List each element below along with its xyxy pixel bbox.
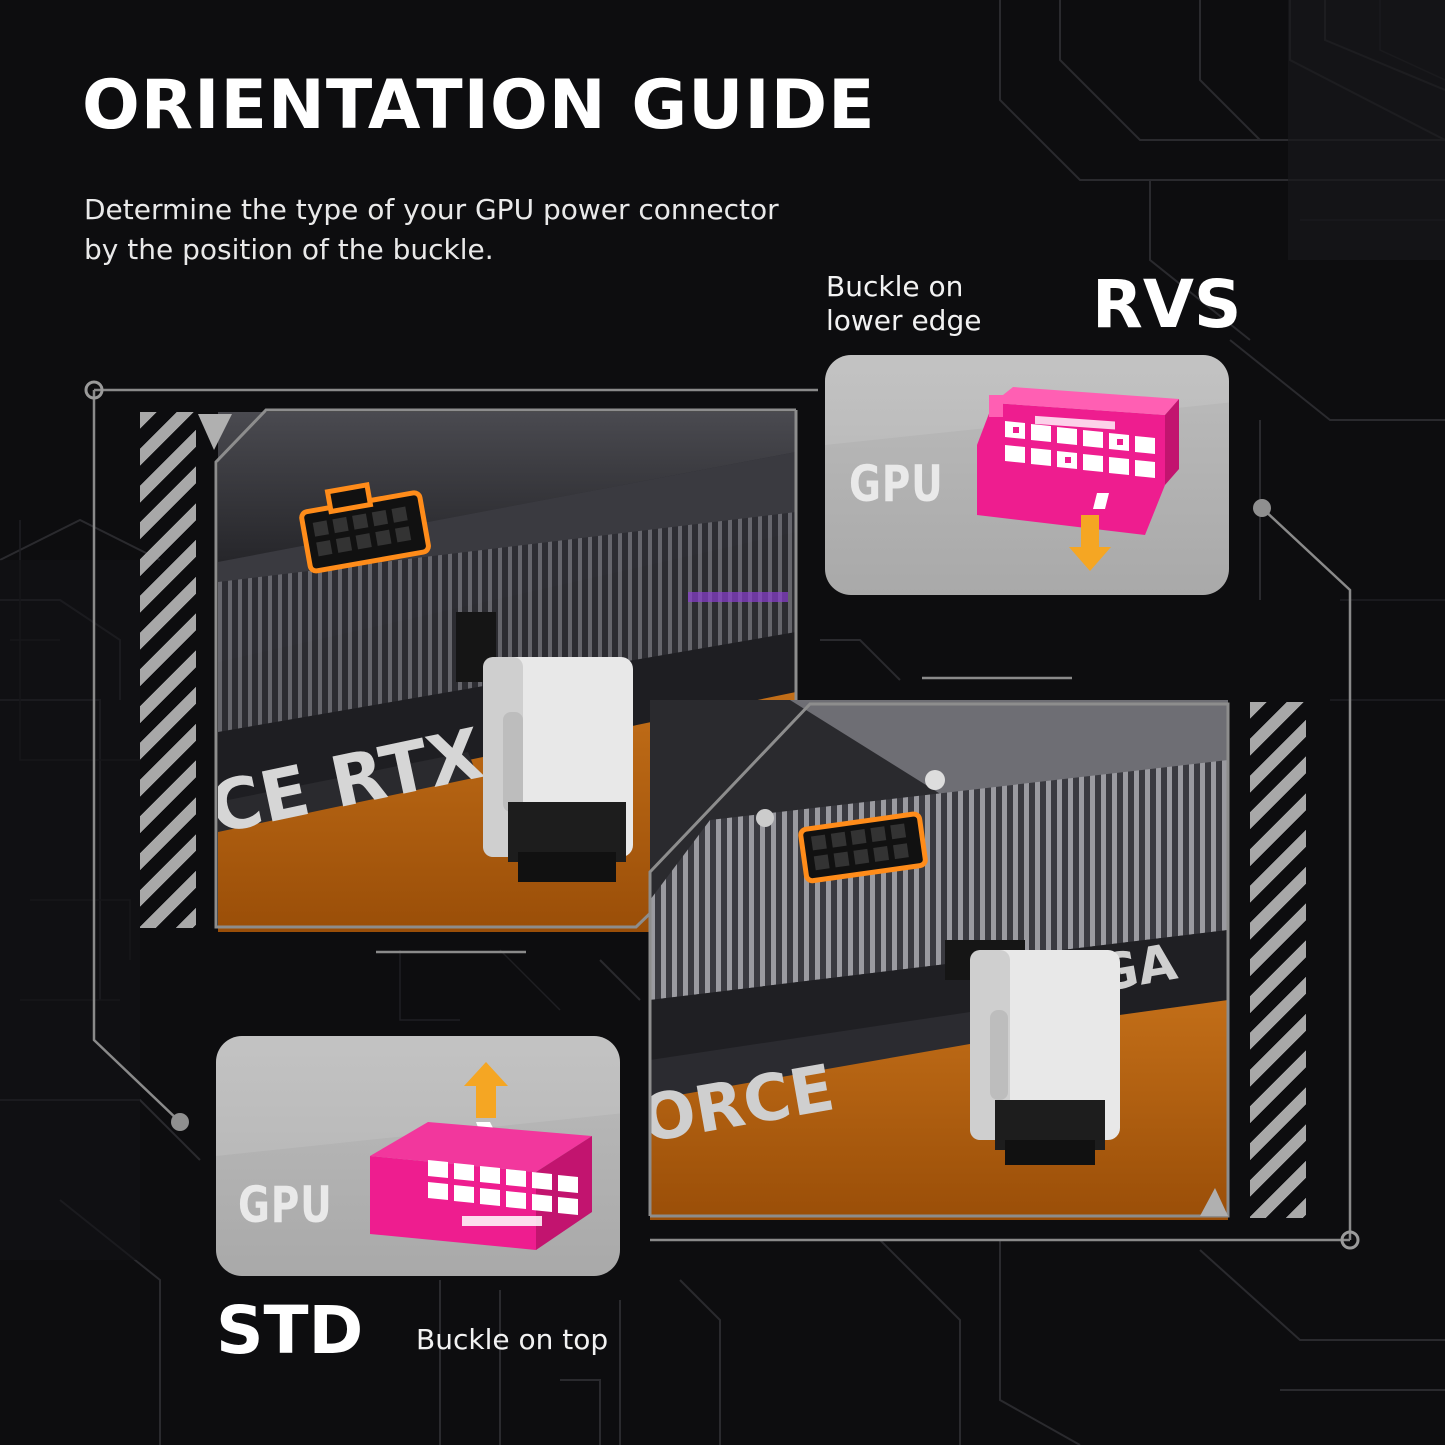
arrow-down-icon <box>1069 515 1111 571</box>
gpu-illustration-rvs: ORCE IGA <box>650 700 1228 1220</box>
rvs-diagram-card: GPU <box>825 355 1229 595</box>
photo-frame-bottom <box>648 702 1230 1218</box>
rvs-note-line-1: Buckle on <box>826 270 964 303</box>
rvs-note-line-2: lower edge <box>826 304 982 337</box>
std-note: Buckle on top <box>416 1323 609 1356</box>
rvs-note: Buckle on lower edge <box>826 270 1046 338</box>
subtitle-line-2: by the position of the buckle. <box>84 233 494 266</box>
page-subtitle: Determine the type of your GPU power con… <box>84 190 884 270</box>
page-title: ORIENTATION GUIDE <box>82 66 876 145</box>
subtitle-line-1: Determine the type of your GPU power con… <box>84 193 779 226</box>
power-connector-icon <box>370 1062 592 1250</box>
std-diagram-card: GPU <box>216 1036 620 1276</box>
power-connector-icon <box>977 387 1179 571</box>
hazard-stripe-right <box>1250 702 1306 1218</box>
hazard-stripe-left <box>140 412 196 928</box>
rvs-gpu-label: GPU <box>849 455 944 513</box>
std-gpu-label: GPU <box>238 1176 333 1234</box>
arrow-up-icon <box>464 1062 508 1118</box>
gpu-photo-rvs: ORCE IGA <box>650 700 1228 1220</box>
std-label: STD <box>216 1292 364 1369</box>
rvs-label: RVS <box>1092 266 1242 343</box>
